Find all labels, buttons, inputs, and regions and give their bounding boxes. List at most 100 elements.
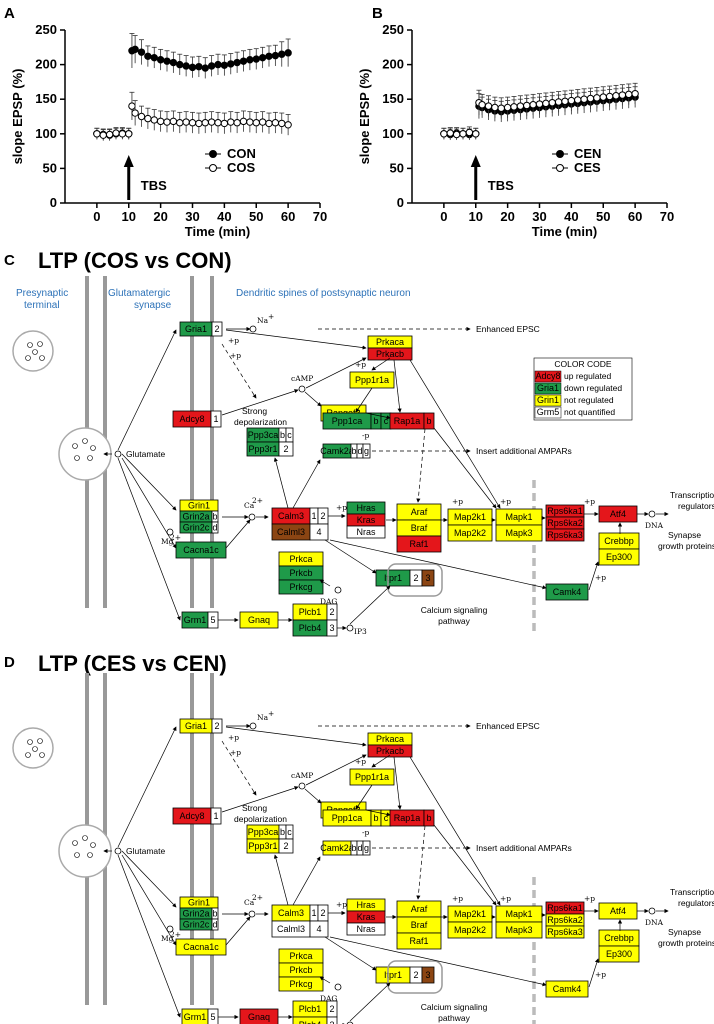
gene-label: Plcb4: [299, 1020, 322, 1024]
pathway-diagram-c: PresynapticterminalGlutamatergicsynapseD…: [12, 276, 714, 637]
data-point: [128, 102, 136, 110]
data-point: [446, 129, 454, 137]
data-point: [131, 109, 139, 117]
label-text: Ca: [244, 898, 255, 907]
panel-label-a: A: [4, 5, 15, 22]
x-tick-label: 20: [500, 209, 514, 224]
gene-label: Rap1a: [394, 416, 421, 426]
connector-arrow: [221, 343, 257, 399]
data-point: [220, 119, 229, 128]
data-point: [207, 62, 216, 70]
gene-label: Grin2a: [182, 909, 209, 919]
molecule-node: [114, 847, 122, 855]
y-tick-label: 200: [382, 57, 404, 72]
gene-label: Camk2a: [320, 843, 354, 853]
connector-arrow: [273, 457, 289, 509]
gene-label: Gnaq: [248, 615, 270, 625]
connector-arrow: [416, 428, 426, 503]
label-text: depolarization: [234, 814, 287, 824]
legend-label: CES: [574, 160, 601, 175]
gene-label: Calml3: [277, 924, 305, 934]
y-tick-label: 100: [35, 126, 57, 141]
data-point: [220, 61, 229, 69]
gene-label: Ppp3r1: [248, 444, 277, 454]
data-point: [278, 50, 286, 58]
data-point: [523, 101, 531, 110]
vesicle-dot: [27, 342, 33, 348]
x-tick-label: 0: [440, 209, 447, 224]
data-point: [605, 92, 614, 101]
calcium-store-frame: [387, 960, 443, 994]
connector-arrow: [121, 453, 177, 511]
gene-number: b: [212, 909, 217, 919]
label-text: terminal: [24, 300, 60, 311]
data-point: [163, 57, 171, 65]
data-point: [580, 95, 588, 103]
gene-label: Ppp3ca: [248, 430, 279, 440]
x-tick-label: 0: [93, 209, 100, 224]
label-text: +p: [228, 336, 239, 345]
data-point: [176, 119, 184, 127]
x-tick-label: 10: [469, 209, 483, 224]
vesicle-dot: [90, 842, 96, 848]
data-point: [271, 51, 280, 60]
gene-label: Ep300: [606, 949, 632, 959]
gene-number-box: [423, 809, 435, 827]
gene-label: Nras: [356, 924, 376, 934]
connector-arrow: [121, 854, 177, 946]
gene-number-box: [421, 966, 435, 984]
legend-label: CEN: [574, 146, 601, 161]
data-point: [150, 53, 158, 62]
gene-label: Rps6ka1: [547, 903, 583, 913]
vesicle-dot: [37, 738, 43, 744]
data-point: [239, 57, 248, 65]
connector-arrow: [324, 539, 377, 574]
y-tick-label: 250: [382, 22, 404, 37]
gene-box-mapk3: [495, 921, 543, 939]
data-point: [118, 130, 127, 138]
gene-number: 2: [283, 841, 288, 851]
gene-box-mapk3: [495, 524, 543, 542]
gene-number-box: [211, 321, 223, 337]
connector-arrow: [365, 809, 391, 817]
gene-label: Rap1a: [394, 813, 421, 823]
label-text: cAMP: [291, 771, 313, 780]
x-tick-label: 60: [628, 209, 642, 224]
gene-box-rps6ka3: [545, 925, 585, 939]
molecule-node: [249, 722, 257, 730]
connector-arrow: [365, 412, 391, 420]
vesicle-dot: [82, 438, 88, 444]
gene-number: c: [287, 827, 292, 837]
legend-marker: [209, 164, 217, 172]
y-tick-label: 250: [35, 22, 57, 37]
label-text: Strong: [242, 406, 267, 416]
gene-label: Rps6ka1: [547, 506, 583, 516]
label-text: Enhanced EPSC: [476, 324, 540, 334]
data-point: [631, 89, 639, 98]
gene-box-cacna1c: [175, 541, 227, 559]
connector-arrow: [349, 982, 391, 1022]
vesicle-dot: [90, 445, 96, 451]
gene-box-camk4: [545, 583, 589, 601]
y-tick-label: 50: [390, 160, 404, 175]
gene-number-box: [421, 569, 435, 587]
label-text: Insert additional AMPARs: [476, 446, 572, 456]
y-tick-label: 0: [397, 195, 404, 210]
data-point: [182, 118, 190, 126]
gene-label: Adcy8: [179, 811, 204, 821]
y-tick-label: 150: [35, 91, 57, 106]
molecule-node: [248, 513, 256, 521]
y-axis-title: slope EPSP (%): [357, 69, 372, 165]
gene-number: 2: [214, 324, 219, 334]
x-tick-label: 40: [217, 209, 231, 224]
gene-number: 2: [329, 607, 334, 617]
gene-label: Plcb1: [299, 607, 322, 617]
connector-arrow: [304, 788, 322, 804]
connector-arrow: [117, 457, 181, 621]
gene-label: Grm1: [184, 1012, 207, 1022]
label-text: synapse: [134, 300, 172, 311]
vesicle-dot: [72, 840, 78, 846]
label-text: +p: [452, 894, 463, 903]
series-cos: [93, 91, 292, 141]
